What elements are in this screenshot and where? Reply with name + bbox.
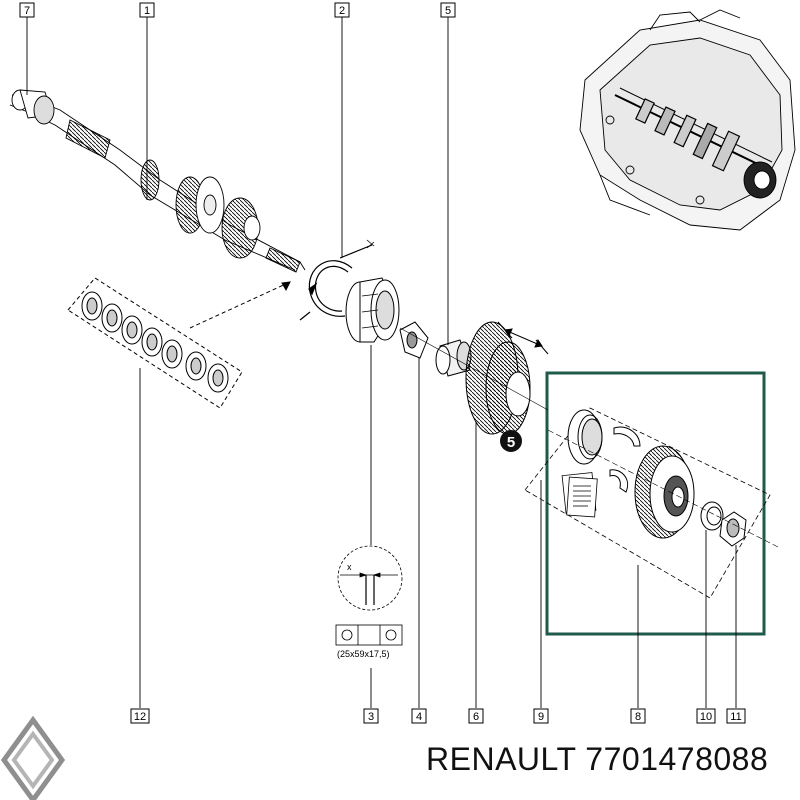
- svg-text:5: 5: [445, 5, 451, 17]
- part-number: 7701478088: [585, 741, 769, 777]
- synchro-ring: [567, 409, 603, 465]
- kit-dashed-outline: [524, 407, 771, 599]
- svg-text:8: 8: [635, 711, 641, 723]
- shim-set: [67, 277, 291, 409]
- callout-3: 3: [363, 708, 379, 724]
- product-caption: RENAULT 7701478088: [426, 741, 768, 778]
- svg-text:11: 11: [730, 711, 741, 723]
- dim-x-label: x: [347, 562, 352, 572]
- callout-4: 4: [411, 708, 427, 724]
- circlip: [299, 239, 375, 321]
- bearing-dimensions-text: (25x59x17,5): [337, 649, 390, 659]
- callout-5-highlight-badge: 5: [500, 430, 522, 452]
- gear-5-highlighted: [465, 321, 549, 435]
- circlip-small: [700, 501, 724, 531]
- input-shaft: [9, 89, 306, 273]
- svg-text:12: 12: [134, 711, 146, 723]
- bearing-dimension-detail: x (25x59x17,5): [335, 545, 403, 659]
- callout-2: 2: [334, 2, 350, 18]
- svg-text:10: 10: [700, 711, 712, 723]
- leader-lines: [26, 17, 737, 708]
- synchro-hub: [634, 445, 695, 539]
- notice-document-icon: [561, 472, 598, 518]
- callout-1: 1: [139, 2, 155, 18]
- kit-axis-line: [547, 429, 781, 549]
- bearing: [345, 277, 400, 343]
- callout-12: 12: [130, 708, 150, 724]
- half-ring-segments: [609, 426, 641, 493]
- svg-text:9: 9: [538, 711, 544, 723]
- callout-11: 11: [726, 708, 746, 724]
- svg-text:1: 1: [144, 5, 150, 17]
- renault-logo: [0, 715, 66, 800]
- callout-6: 6: [468, 708, 484, 724]
- gearbox-inset-illustration: [579, 9, 796, 231]
- svg-text:2: 2: [339, 5, 345, 17]
- callout-8: 8: [630, 708, 646, 724]
- kit-highlight-frame: [545, 371, 766, 636]
- svg-text:6: 6: [473, 711, 479, 723]
- svg-text:3: 3: [368, 711, 374, 723]
- main-axis-line: [399, 327, 549, 411]
- brand-name: RENAULT: [426, 741, 576, 777]
- thrust-washer: [399, 321, 429, 359]
- callout-9: 9: [533, 708, 549, 724]
- svg-text:5: 5: [507, 434, 515, 451]
- svg-text:4: 4: [416, 711, 422, 723]
- callout-10: 10: [696, 708, 716, 724]
- callout-7: 7: [19, 2, 35, 18]
- svg-text:7: 7: [24, 5, 30, 17]
- callout-5-top: 5: [440, 2, 456, 18]
